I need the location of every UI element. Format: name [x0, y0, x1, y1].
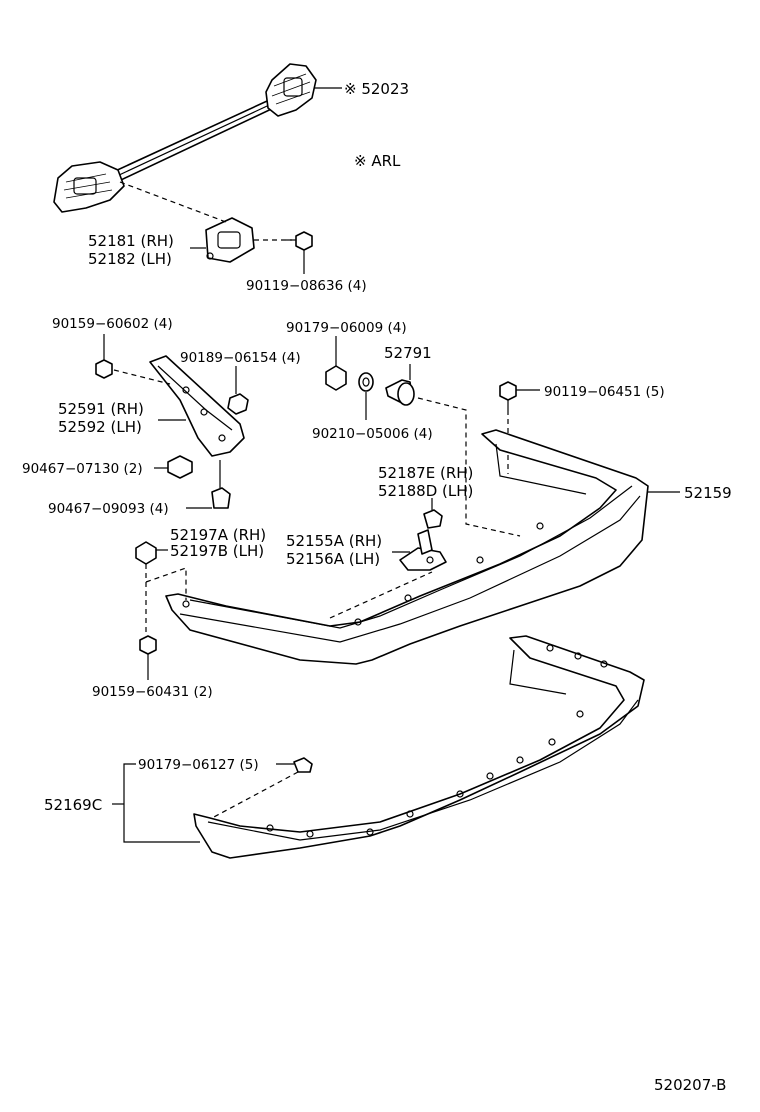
- label-52181: 52181 (RH): [88, 232, 174, 250]
- label-52791: 52791: [384, 344, 432, 362]
- bumper-spacer-52791[interactable]: [385, 379, 415, 406]
- label-90210-05006: 90210−05006 (4): [312, 426, 433, 442]
- label-90467-09093: 90467−09093 (4): [48, 501, 169, 517]
- clip-90467-07130[interactable]: [167, 455, 193, 479]
- label-52188D: 52188D (LH): [378, 482, 473, 500]
- retainer-52155A[interactable]: [399, 529, 447, 571]
- label-52592: 52592 (LH): [58, 418, 142, 436]
- bumper-reinforcement[interactable]: [53, 63, 317, 213]
- label-52197A: 52197A (RH): [170, 526, 266, 544]
- clip-52187E[interactable]: [423, 509, 443, 529]
- label-90179-06127: 90179−06127 (5): [138, 757, 259, 773]
- label-90189-06154: 90189−06154 (4): [180, 350, 301, 366]
- label-52182: 52182 (LH): [88, 250, 172, 268]
- nut-90179-06009[interactable]: [325, 365, 347, 391]
- clip-90467-09093[interactable]: [211, 460, 231, 509]
- washer-90210-05006[interactable]: [358, 372, 374, 392]
- bumper-cover-52159[interactable]: [165, 429, 649, 665]
- label-52155A: 52155A (RH): [286, 532, 382, 550]
- label-52197B: 52197B (LH): [170, 542, 264, 560]
- nut-90189-06154[interactable]: [227, 393, 249, 415]
- label-52169C: 52169C: [44, 796, 102, 814]
- label-arl: ※ ARL: [354, 152, 401, 170]
- label-90159-60602: 90159−60602 (4): [52, 316, 173, 332]
- side-retainer-bracket[interactable]: [149, 355, 245, 457]
- label-90119-06451: 90119−06451 (5): [544, 384, 665, 400]
- label-52023: ※ 52023: [344, 80, 409, 98]
- label-90179-06009: 90179−06009 (4): [286, 320, 407, 336]
- bolt-90119-06451[interactable]: [499, 381, 517, 410]
- screw-90159-60602[interactable]: [95, 359, 113, 379]
- label-90159-60431: 90159−60431 (2): [92, 684, 213, 700]
- bolt-90119-08636[interactable]: [286, 231, 313, 251]
- clip-90179-06127[interactable]: [293, 757, 313, 773]
- label-52156A: 52156A (LH): [286, 550, 380, 568]
- nut-52197A[interactable]: [135, 541, 157, 565]
- label-52187E: 52187E (RH): [378, 464, 473, 482]
- label-52159: 52159: [684, 484, 732, 502]
- label-90119-08636: 90119−08636 (4): [246, 278, 367, 294]
- label-52591: 52591 (RH): [58, 400, 144, 418]
- label-90467-07130: 90467−07130 (2): [22, 461, 143, 477]
- lower-cover-52169C[interactable]: [193, 635, 645, 859]
- diagram-code: 520207-B: [654, 1076, 726, 1094]
- bumper-stay-bracket[interactable]: [205, 217, 255, 263]
- screw-90159-60431[interactable]: [139, 635, 157, 655]
